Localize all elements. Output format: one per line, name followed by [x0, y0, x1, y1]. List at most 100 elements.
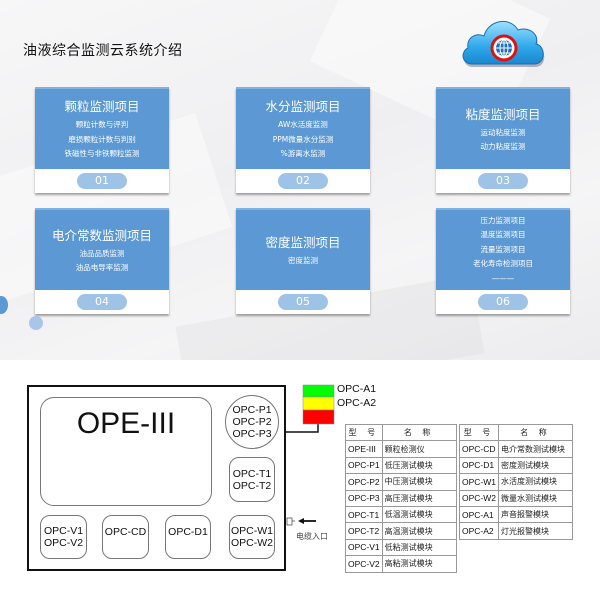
- model-cell: OPC-P1: [345, 456, 383, 475]
- column-header: 名 称: [381, 423, 457, 442]
- name-cell: 低温测试模块: [381, 505, 457, 524]
- device-enclosure: [27, 385, 286, 571]
- model-cell: OPC-W1: [459, 473, 499, 491]
- card-item: AW水活度监测: [278, 120, 328, 130]
- card-body: 颗粒监测项目 颗粒计数与评判 磨损颗粒计数与判别 铁磁性与非铁颗粒监测: [35, 87, 169, 169]
- card-item: PPM微量水分监测: [272, 134, 334, 144]
- name-cell: 水活度测试模块: [498, 473, 573, 491]
- card-viscosity[interactable]: 粘度监测项目 运动粘度监测 动力粘度监测 03: [436, 87, 570, 193]
- column-header: 名 称: [498, 423, 573, 442]
- card-dielectric[interactable]: 电介常数监测项目 油品品质监测 油品电导率监测 04: [35, 208, 169, 314]
- card-number: 02: [278, 173, 328, 189]
- card-title: 密度监测项目: [265, 234, 341, 250]
- model-cell: OPC-A1: [459, 505, 499, 524]
- model-cell: OPE-III: [345, 440, 383, 458]
- alarm-label: OPC-A1: [337, 383, 377, 395]
- card-item: %游离水监测: [280, 149, 326, 159]
- card-density[interactable]: 密度监测项目 密度监测 05: [236, 208, 370, 314]
- name-cell: 中压测试模块: [381, 473, 457, 491]
- card-item: 温度监测项目: [480, 230, 526, 240]
- model-cell: OPC-V2: [345, 555, 383, 573]
- module-label: OPC-W1: [231, 525, 273, 537]
- name-cell: 密度测试模块: [498, 456, 573, 475]
- alarm-lamp-red: [302, 409, 335, 425]
- module-label: OPC-T2: [232, 479, 272, 492]
- model-cell: OPC-P2: [345, 473, 383, 491]
- card-number: 04: [77, 294, 127, 310]
- name-cell: 微量水测试模块: [498, 489, 573, 507]
- card-body: 压力监测项目 温度监测项目 流量监测项目 老化寿命检测项目 ———: [436, 208, 570, 290]
- module-label: OPC-P1: [232, 404, 272, 416]
- card-title: 电介常数监测项目: [51, 227, 152, 243]
- card-particle[interactable]: 颗粒监测项目 颗粒计数与评判 磨损颗粒计数与判别 铁磁性与非铁颗粒监测 01: [35, 87, 169, 193]
- name-cell: 高粘测试模块: [381, 555, 457, 573]
- card-title: 颗粒监测项目: [64, 99, 140, 115]
- model-cell: OPC-V1: [345, 538, 383, 557]
- card-title: 水分监测项目: [265, 99, 341, 115]
- module-label: OPC-V2: [43, 537, 84, 549]
- card-other[interactable]: 压力监测项目 温度监测项目 流量监测项目 老化寿命检测项目 ——— 06: [436, 208, 570, 314]
- model-cell: OPC-P3: [345, 489, 383, 507]
- name-cell: 声音报警模块: [498, 505, 573, 524]
- column-header: 型 号: [345, 423, 383, 442]
- model-cell: OPC-D1: [459, 456, 499, 475]
- module-label: OPC-V1: [43, 525, 84, 537]
- model-cell: OPC-A2: [459, 522, 499, 540]
- pressure-module: OPC-P1 OPC-P2 OPC-P3: [225, 395, 279, 449]
- card-body: 电介常数监测项目 油品品质监测 油品电导率监测: [35, 208, 169, 290]
- module-label: OPC-P2: [232, 416, 272, 428]
- name-cell: 高压测试模块: [381, 489, 457, 507]
- water-module: OPC-W1 OPC-W2: [229, 515, 275, 559]
- card-number: 05: [278, 294, 328, 310]
- temperature-module: OPC-T1 OPC-T2: [229, 457, 275, 502]
- card-water[interactable]: 水分监测项目 AW水活度监测 PPM微量水分监测 %游离水监测 02: [236, 87, 370, 193]
- alarm-cable: [286, 424, 319, 433]
- model-cell: OPC-W2: [459, 489, 499, 507]
- card-number: 01: [77, 173, 127, 189]
- card-item: ———: [491, 273, 515, 283]
- card-body: 水分监测项目 AW水活度监测 PPM微量水分监测 %游离水监测: [236, 87, 370, 169]
- module-label: OPC-W2: [231, 537, 273, 549]
- name-cell: 低粘测试模块: [381, 538, 457, 557]
- name-cell: 低压测试模块: [381, 456, 457, 475]
- viscosity-module: OPC-V1 OPC-V2: [40, 515, 87, 559]
- card-number: 03: [478, 173, 528, 189]
- cable-connector-icon: [286, 517, 293, 526]
- card-item: 老化寿命检测项目: [473, 259, 533, 269]
- card-item: 密度监测: [288, 255, 318, 265]
- name-cell: 高温测试模块: [381, 522, 457, 540]
- card-item: 油品电导率监测: [75, 263, 129, 272]
- card-item: 运动粘度监测: [480, 127, 526, 137]
- card-title: 粘度监测项目: [465, 106, 541, 122]
- alarm-lamp-yellow: [302, 396, 335, 411]
- card-body: 密度监测项目 密度监测: [236, 208, 370, 290]
- module-label: OPC-T1: [232, 467, 272, 480]
- alarm-label: OPC-A2: [337, 397, 377, 409]
- model-cell: OPC-T1: [345, 505, 383, 524]
- cable-entry-label: 电缆入口: [296, 532, 328, 541]
- card-item: 颗粒计数与评判: [75, 120, 129, 130]
- alarm-lamp-green: [302, 384, 335, 398]
- module-label: OPC-P3: [232, 428, 272, 440]
- model-cell: OPC-CD: [459, 440, 499, 458]
- card-item: 流量监测项目: [480, 244, 526, 254]
- decorative-dot: [29, 316, 43, 330]
- name-cell: 灯光报警模块: [498, 522, 573, 540]
- card-number: 06: [478, 294, 528, 310]
- card-item: 动力粘度监测: [480, 142, 526, 151]
- density-module: OPC-D1: [165, 515, 211, 559]
- model-cell: OPC-T2: [345, 522, 383, 540]
- cloud-globe-icon: [462, 21, 545, 67]
